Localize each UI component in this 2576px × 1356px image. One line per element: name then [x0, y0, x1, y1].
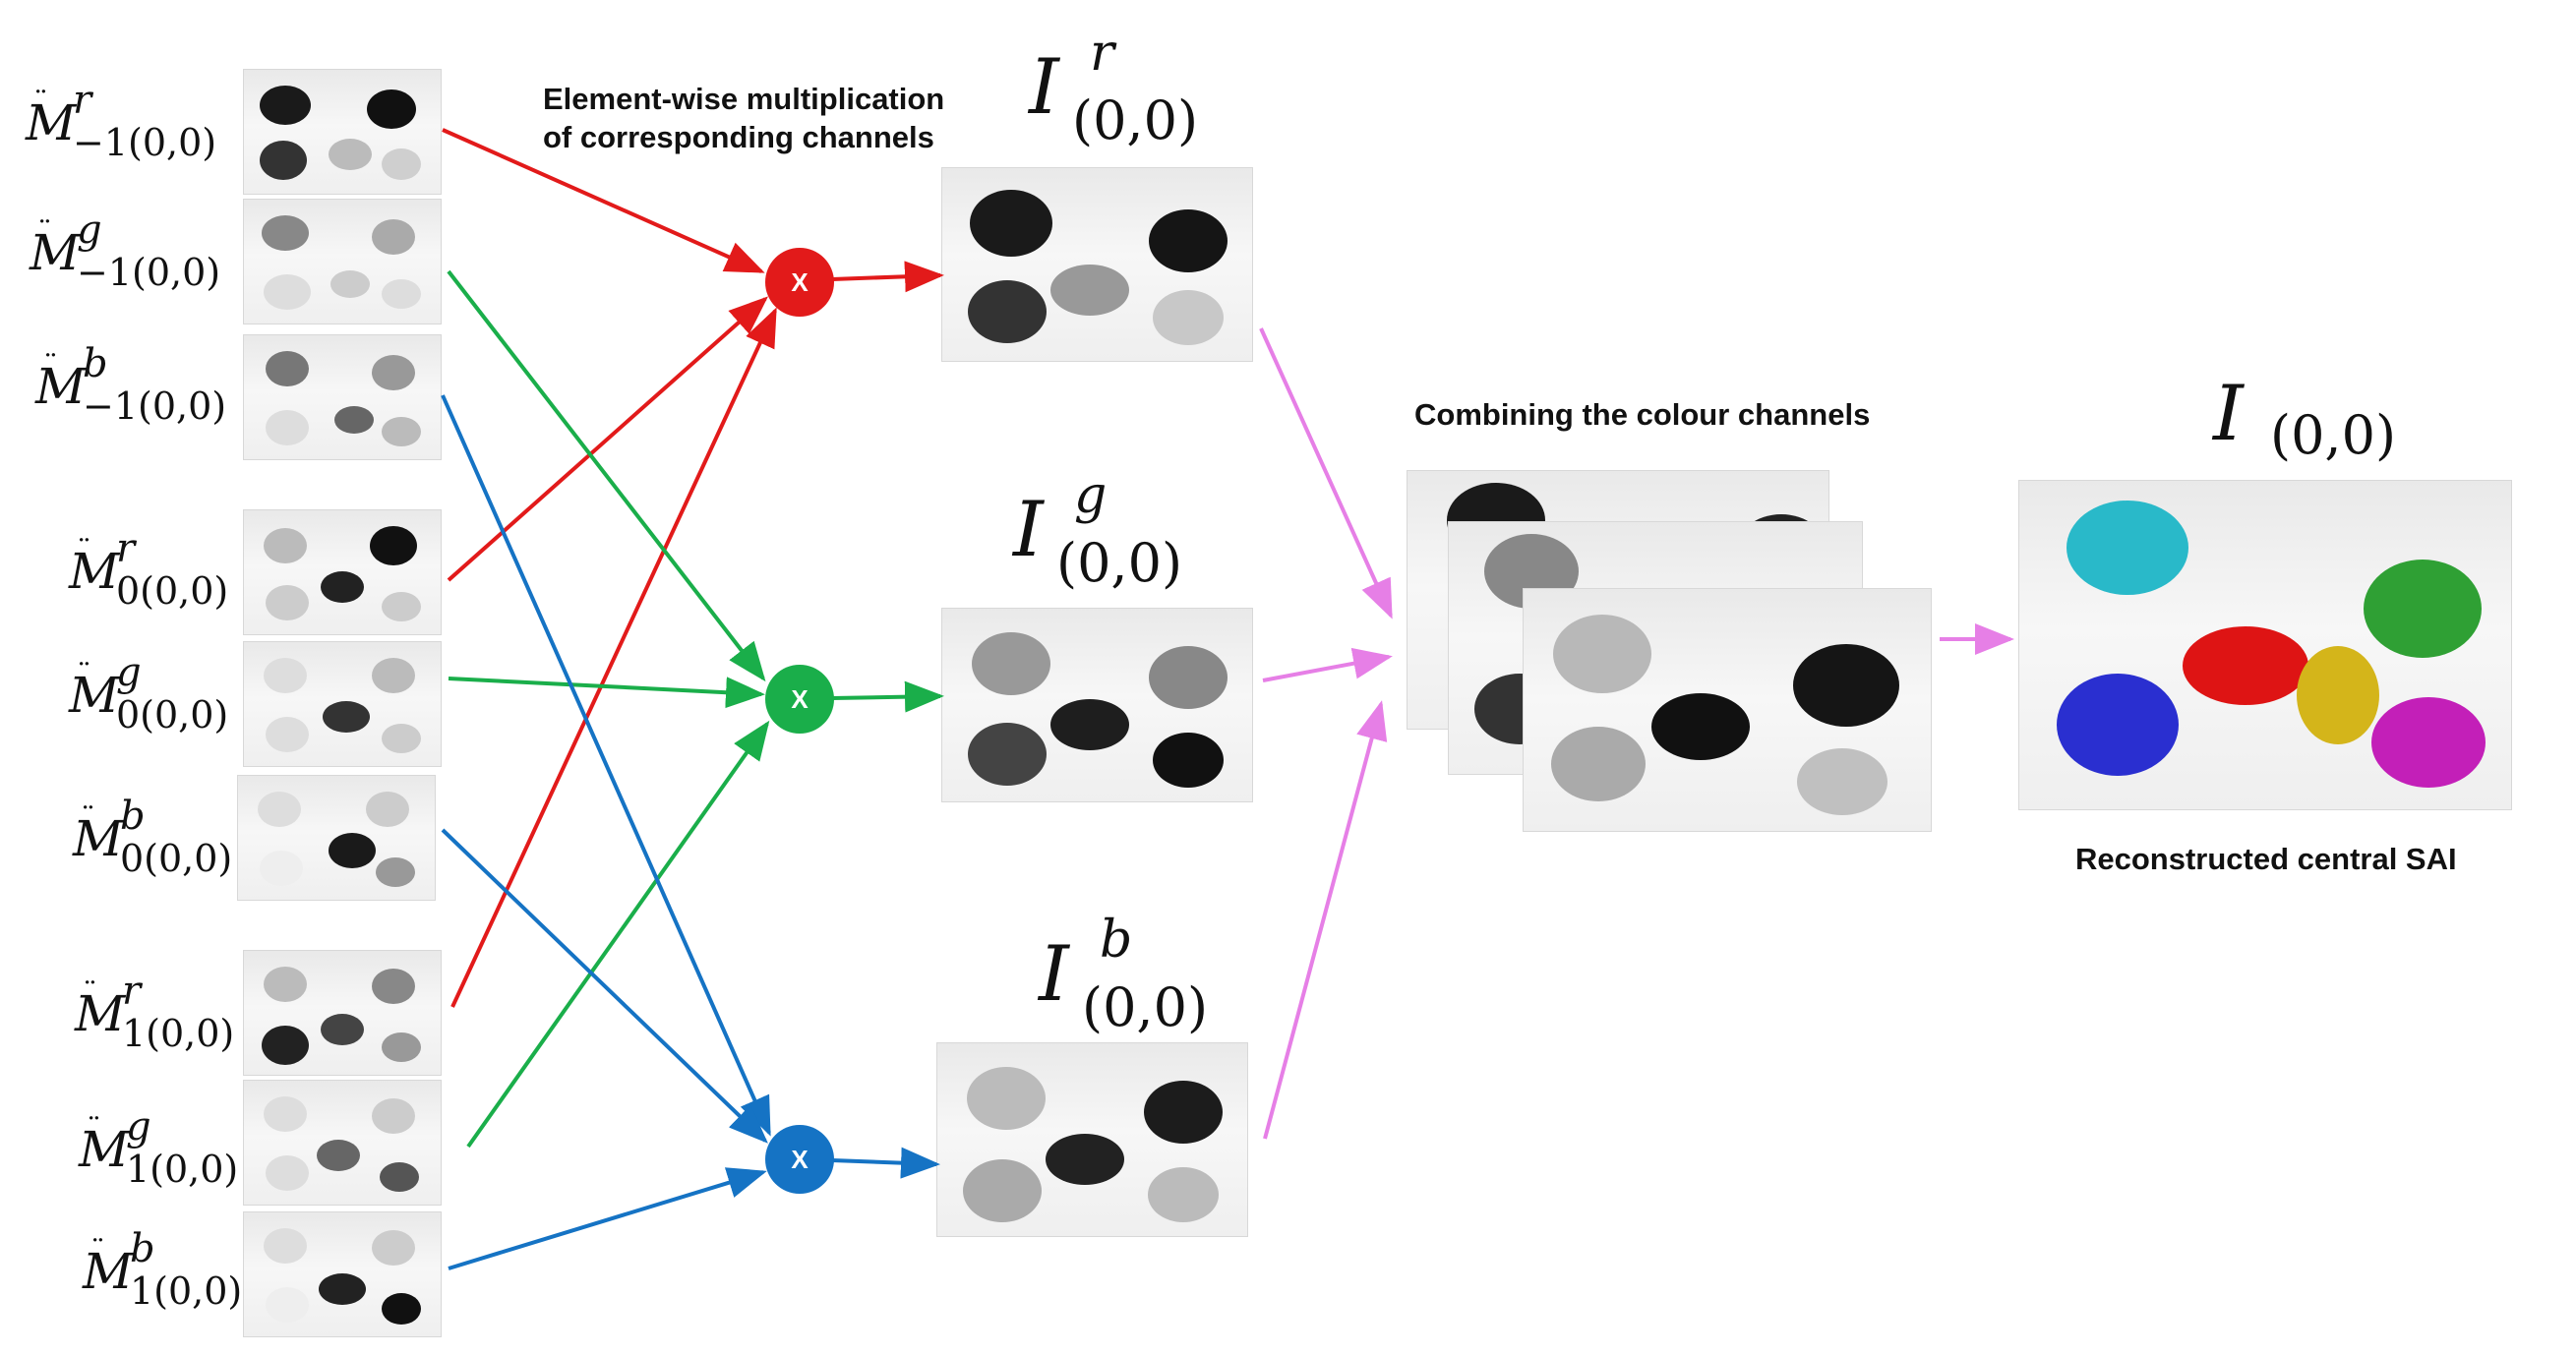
bunny-pattern [264, 1228, 421, 1325]
bunny-pattern [262, 215, 421, 310]
line-g-out [831, 680, 944, 713]
bunny-red [2183, 626, 2308, 705]
mask-image-g-0 [243, 641, 442, 767]
bunny-pattern [968, 190, 1228, 345]
bunny-pattern [963, 1067, 1223, 1222]
bunny-pattern [968, 632, 1228, 788]
mask-image-r-1 [243, 950, 442, 1076]
multiply-operator-green: X [765, 665, 834, 734]
multiply-operator-blue: X [765, 1125, 834, 1194]
bunny-green [2364, 560, 2482, 658]
bunny-pattern [262, 967, 421, 1065]
bunny-pattern [1551, 615, 1899, 815]
line-b-minus1 [441, 394, 771, 1137]
bunny-pattern [258, 792, 415, 887]
line-combine-b [1263, 700, 1388, 1140]
blue-lines [441, 394, 940, 1270]
line-b-1 [448, 1167, 767, 1270]
stack-image-b [1523, 588, 1932, 832]
result-label: I(0,0) [2213, 370, 2397, 466]
bunny-yellow [2297, 646, 2379, 744]
reconstructed-image [2018, 480, 2512, 810]
line-b-0 [441, 828, 768, 1144]
line-r-1 [450, 307, 777, 1008]
multiply-operator-red: X [765, 248, 834, 317]
result-caption: Reconstructed central SAI [2075, 842, 2457, 876]
bunny-pattern [266, 351, 421, 446]
mask-image-r-0 [243, 509, 442, 635]
multiply-caption-line-1: Element-wise multiplication [543, 82, 945, 116]
line-r-0 [447, 296, 768, 582]
bunny-pattern [260, 86, 421, 180]
bunny-pattern [2057, 501, 2486, 788]
green-lines [447, 269, 944, 1149]
channel-image-r [941, 167, 1253, 362]
line-g-1 [466, 720, 770, 1149]
bunny-blue [2057, 674, 2179, 776]
bunny-cyan [2067, 501, 2188, 595]
mask-image-g-1 [243, 1080, 442, 1206]
line-g-0 [448, 677, 765, 709]
line-g-minus1 [447, 269, 766, 682]
combine-caption: Combining the colour channels [1414, 397, 1871, 432]
bunny-pattern [264, 1096, 419, 1192]
channel-image-g [941, 608, 1253, 802]
line-b-out [831, 1147, 940, 1179]
mask-image-b-0 [237, 775, 436, 901]
line-r-out [831, 261, 944, 293]
line-combine-r [1259, 327, 1393, 619]
bunny-pattern [264, 526, 421, 621]
line-combine-g [1262, 647, 1393, 682]
bunny-pattern [264, 658, 421, 753]
mask-image-r-minus1 [243, 69, 442, 195]
mask-image-g-minus1 [243, 199, 442, 324]
channel-image-b [936, 1042, 1248, 1237]
red-lines [442, 128, 944, 1008]
multiply-caption: Element-wise multiplication of correspon… [543, 81, 944, 157]
mask-image-b-minus1 [243, 334, 442, 460]
multiply-caption-line-2: of corresponding channels [543, 119, 934, 154]
bunny-magenta [2371, 697, 2486, 788]
mask-image-b-1 [243, 1211, 442, 1337]
